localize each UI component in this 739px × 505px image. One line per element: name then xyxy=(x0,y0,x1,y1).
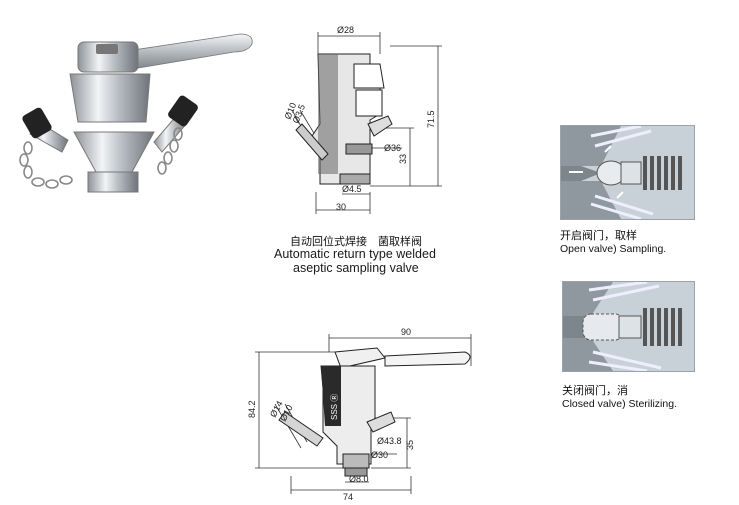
body-marking: SSS Ⓡ xyxy=(330,394,339,420)
detail-closed-caption-en: Closed valve) Sterilizing. xyxy=(562,398,677,410)
detail-open-caption-cn: 开启阀门，取样 xyxy=(560,229,637,242)
bottom-technical-drawing: SSS Ⓡ 90 84.2 Ø14 Ø10 Ø43.8 35 Ø30 Ø8.0 … xyxy=(245,326,481,502)
top-valve-section-drawing: Ø28 Ø10 Ø3.5 Ø36 Ø4.5 30 71.5 33 xyxy=(283,25,442,214)
dim-outlet-diameter: Ø30 xyxy=(371,450,388,460)
dim-body-diameter: Ø36 xyxy=(384,143,401,153)
detail-closed-caption-cn: 关闭阀门，消 xyxy=(562,384,628,397)
open-valve-section-icon xyxy=(561,126,694,219)
top-caption-en-line2: aseptic sampling valve xyxy=(293,261,419,275)
dim-body-diameter: Ø43.8 xyxy=(377,436,402,446)
detail-open-valve-image xyxy=(560,125,695,220)
bottom-valve-section-drawing: SSS Ⓡ 90 84.2 Ø14 Ø10 Ø43.8 35 Ø30 Ø8.0 … xyxy=(247,327,472,502)
dim-side-height: 35 xyxy=(405,440,415,450)
top-caption-cn: 自动回位式焊接 菌取样阀 xyxy=(290,235,422,248)
closed-valve-section-icon xyxy=(563,282,694,371)
top-technical-drawing: Ø28 Ø10 Ø3.5 Ø36 Ø4.5 30 71.5 33 xyxy=(270,24,450,216)
dim-width: 74 xyxy=(343,492,353,502)
dim-handle-length: 90 xyxy=(401,327,411,337)
dim-bottom-diameter: Ø4.5 xyxy=(342,184,362,194)
dim-total-height: 84.2 xyxy=(247,400,257,418)
dim-height: 71.5 xyxy=(426,110,436,128)
dim-mid-height: 33 xyxy=(398,154,408,164)
dim-width: 30 xyxy=(336,202,346,212)
top-caption-en-line1: Automatic return type welded xyxy=(274,247,436,261)
dim-bottom-diameter: Ø8.0 xyxy=(349,474,369,484)
product-photo xyxy=(8,22,258,222)
dim-top-diameter: Ø28 xyxy=(337,25,354,35)
detail-open-caption-en: Open valve) Sampling. xyxy=(560,243,667,255)
aseptic-sampling-valve-photo-icon xyxy=(19,33,253,193)
detail-closed-valve-image xyxy=(562,281,695,372)
